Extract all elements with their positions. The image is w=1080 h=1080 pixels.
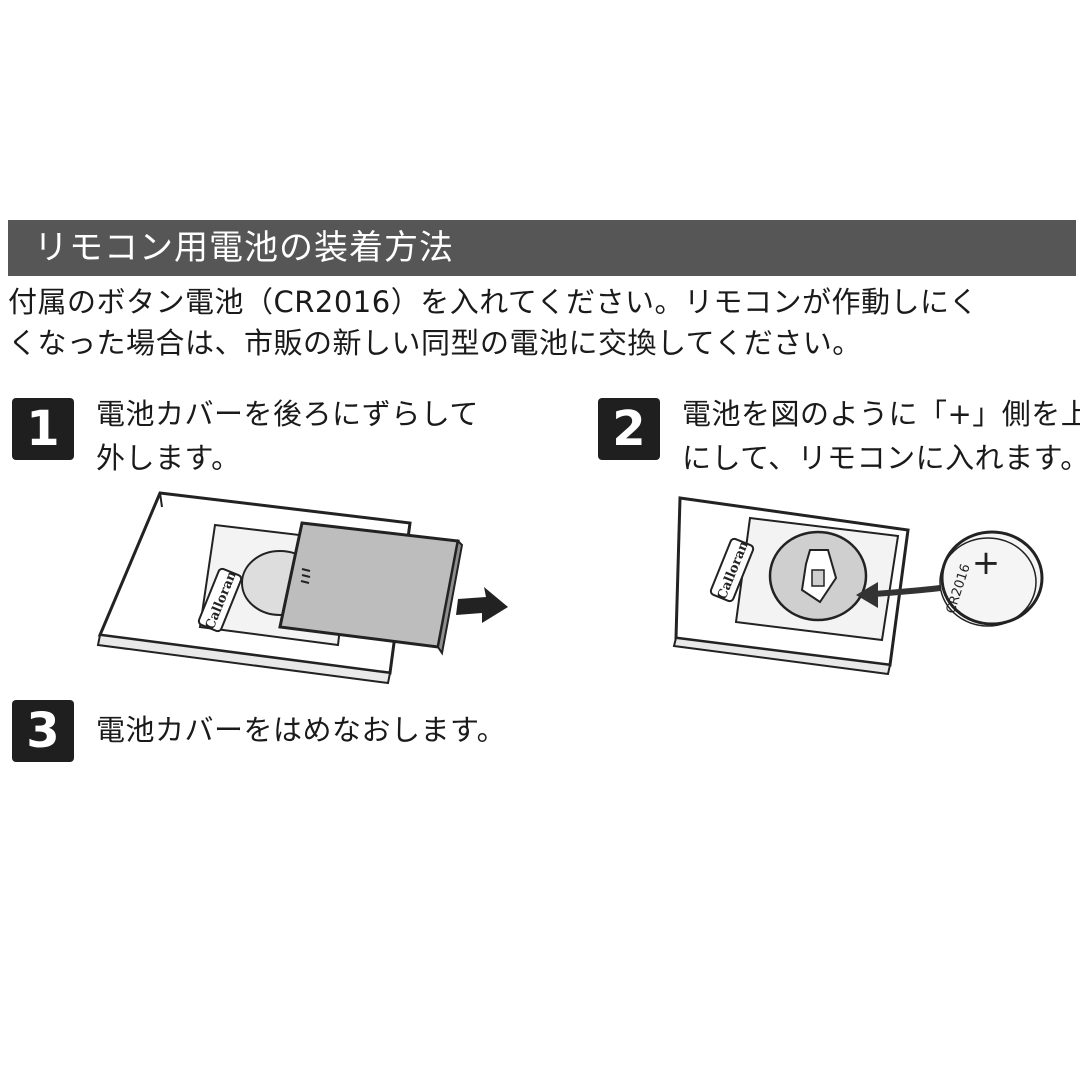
coin-battery: + CR2016	[939, 530, 1044, 627]
insert-arrow-line	[873, 585, 941, 597]
battery-insertion-illustration: Calloran + CR2016	[672, 496, 1044, 675]
step-2-line-1: 電池を図のように「+」側を上	[682, 397, 1080, 431]
step-2-line-2: にして、リモコンに入れます。	[682, 441, 1080, 475]
step-3-badge: 3	[12, 700, 74, 762]
slide-arrow-icon	[456, 587, 508, 623]
section-header: リモコン用電池の装着方法	[8, 220, 1076, 276]
step-1-text: 電池カバーを後ろにずらして 外します。	[96, 392, 479, 480]
intro-line-1: 付属のボタン電池（CR2016）を入れてください。リモコンが作動しにく	[8, 285, 979, 319]
remote-cover-removal-illustration: Calloran	[96, 491, 508, 685]
battery-cover	[278, 521, 460, 649]
intro-text: 付属のボタン電池（CR2016）を入れてください。リモコンが作動しにく くなった…	[8, 282, 1076, 364]
step-2-badge: 2	[598, 398, 660, 460]
step-1-badge: 1	[12, 398, 74, 460]
section-title: リモコン用電池の装着方法	[34, 228, 454, 268]
intro-line-2: くなった場合は、市販の新しい同型の電池に交換してください。	[8, 326, 862, 360]
step-1-line-1: 電池カバーを後ろにずらして	[96, 397, 479, 431]
step-3-text: 電池カバーをはめなおします。	[96, 708, 506, 752]
step-2-text: 電池を図のように「+」側を上 にして、リモコンに入れます。	[682, 392, 1080, 480]
step-3-line-1: 電池カバーをはめなおします。	[96, 713, 507, 747]
insert-arrow-icon	[856, 582, 878, 608]
battery-plus-label: +	[972, 543, 1001, 583]
step-1-line-2: 外します。	[96, 441, 241, 475]
remote-edge	[96, 633, 392, 685]
